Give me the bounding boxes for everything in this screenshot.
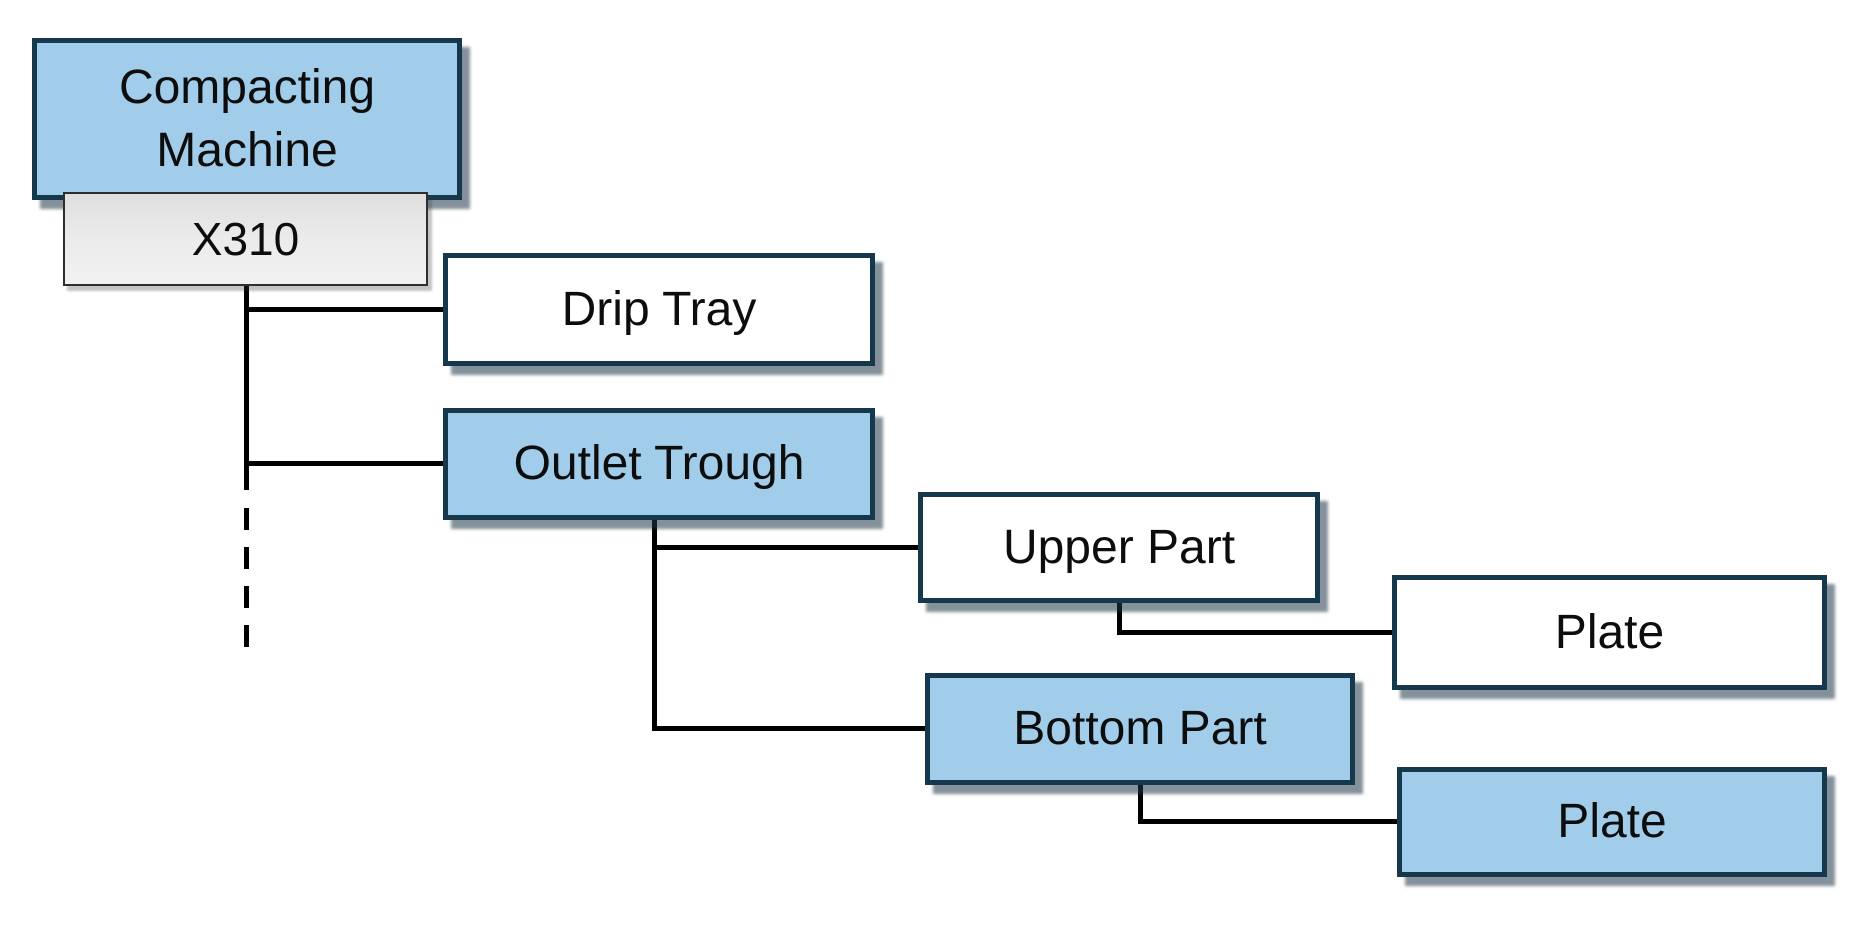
connector-branch-drip-tray [244,307,443,312]
connector-branch-plate-upper [1117,630,1392,635]
node-model-badge: X310 [63,192,428,286]
connector-trunk-upper-part [1117,601,1122,635]
connector-trunk-root [244,285,249,490]
node-upper-part: Upper Part [918,492,1320,603]
node-label: Outlet Trough [513,437,805,491]
node-label: X310 [191,212,300,265]
node-label: Drip Tray [561,282,757,336]
connector-branch-outlet-trough [244,461,443,466]
node-drip-tray: Drip Tray [443,253,875,366]
truncation-dashed-line [244,508,249,650]
connector-trunk-outlet-trough [652,516,657,731]
connector-branch-upper-part [652,545,918,550]
connector-trunk-bottom-part [1138,783,1143,824]
node-plate-bottom: Plate [1397,767,1827,877]
connector-branch-plate-bottom [1138,819,1397,824]
node-label: Plate [1557,795,1667,849]
node-label: Plate [1554,605,1665,659]
node-outlet-trough: Outlet Trough [443,408,875,520]
node-bottom-part: Bottom Part [925,673,1355,785]
connector-branch-bottom-part [652,726,925,731]
node-label: Bottom Part [1013,702,1267,756]
node-plate-upper: Plate [1392,575,1827,690]
node-label: Compacting Machine [118,60,376,177]
node-label: Upper Part [1002,520,1236,574]
node-compacting-machine: Compacting Machine [32,38,462,200]
